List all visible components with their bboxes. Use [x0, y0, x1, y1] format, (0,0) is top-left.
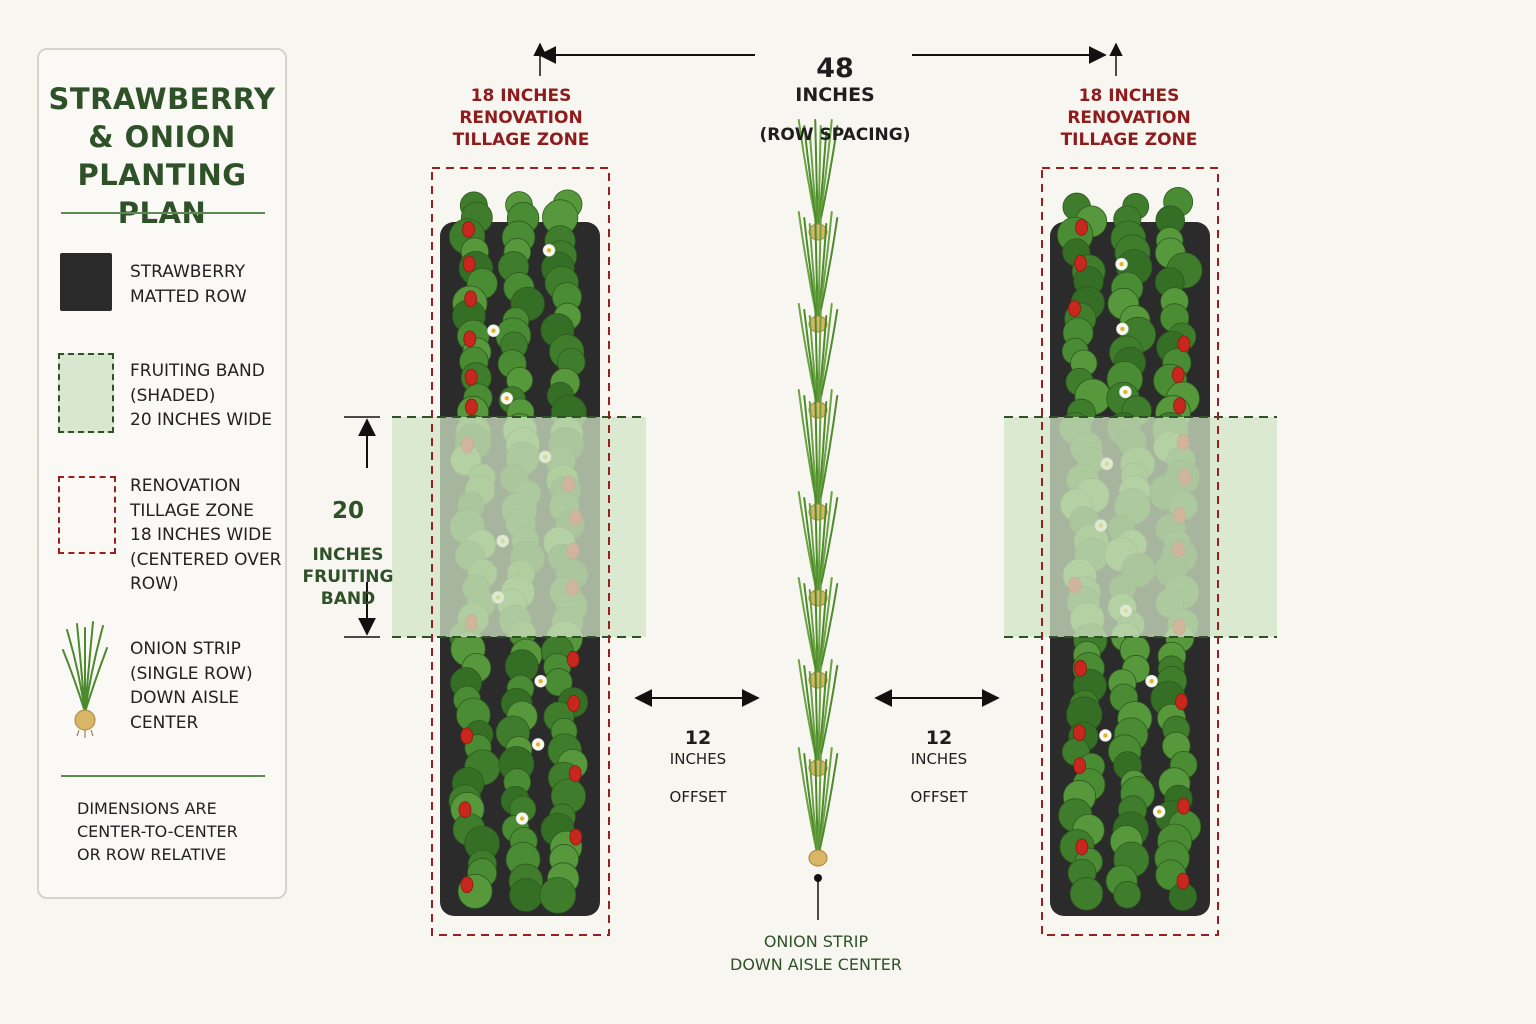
- fruiting-band-label: 20 INCHES FRUITING BAND: [298, 478, 398, 629]
- legend-label-onion-strip: ONION STRIP (SINGLE ROW) DOWN AISLE CENT…: [130, 639, 253, 733]
- strawberry-fruit: [1074, 659, 1087, 677]
- fruiting-band-swatch: [58, 353, 114, 433]
- legend-title: STRAWBERRY & ONION PLANTING PLAN: [48, 82, 276, 230]
- row-spacing-sub: (ROW SPACING): [759, 125, 911, 145]
- left-offset-unit: INCHES: [669, 750, 727, 768]
- strawberry-fruit: [1177, 335, 1191, 353]
- right-offset-unit: INCHES: [910, 750, 968, 768]
- strawberry-fruit: [1074, 254, 1087, 272]
- right-offset-value: 12: [925, 727, 953, 749]
- left-offset-label: 12 INCHES OFFSET: [638, 708, 758, 806]
- left-zone-label: 18 INCHES RENOVATION TILLAGE ZONE: [452, 86, 590, 150]
- left-offset-value: 12: [684, 727, 712, 749]
- strawberry-fruit: [1072, 724, 1086, 742]
- strawberry-fruit: [458, 801, 472, 819]
- legend-label-renovation-zone: RENOVATION TILLAGE ZONE 18 INCHES WIDE (…: [130, 476, 282, 594]
- strawberry-fruit: [462, 255, 476, 273]
- strawberry-fruit: [464, 290, 478, 308]
- strawberry-fruit: [463, 330, 477, 348]
- right-zone-label: 18 INCHES RENOVATION TILLAGE ZONE: [1060, 86, 1198, 150]
- strawberry-fruit: [1068, 300, 1081, 317]
- onion-bulb: [808, 759, 828, 777]
- onion-bulb: [808, 849, 828, 867]
- legend-label-matted-row: STRAWBERRY MATTED ROW: [130, 262, 247, 307]
- strawberry-fruit: [567, 695, 581, 712]
- left-renovation-zone: [431, 167, 610, 936]
- onion-bulb: [808, 315, 828, 333]
- onion-strip-label: ONION STRIP DOWN AISLE CENTER: [730, 932, 902, 974]
- strawberry-fruit: [1075, 838, 1089, 856]
- onion-bulb: [808, 589, 828, 607]
- legend-panel: STRAWBERRY & ONION PLANTING PLAN STRAWBE…: [37, 48, 287, 899]
- right-fruiting-band: [1004, 417, 1277, 637]
- strawberry-fruit: [1177, 797, 1191, 815]
- matted-row-swatch: [60, 253, 112, 311]
- strawberry-fruit: [1073, 757, 1087, 775]
- legend-divider-bottom: [61, 775, 265, 777]
- strawberry-fruit: [1173, 397, 1186, 415]
- strawberry-fruit: [464, 368, 478, 386]
- left-offset-sub: OFFSET: [669, 788, 727, 806]
- onion-icon: [62, 621, 108, 738]
- row-spacing-unit: INCHES: [795, 84, 875, 106]
- strawberry-fruit: [1171, 366, 1185, 384]
- fruiting-band-text: INCHES FRUITING BAND: [302, 545, 394, 609]
- strawberry-fruit: [1075, 219, 1088, 236]
- strawberry-fruit: [1176, 872, 1190, 890]
- left-fruiting-band: [392, 417, 646, 637]
- legend-label-fruiting-band: FRUITING BAND (SHADED) 20 INCHES WIDE: [130, 361, 273, 430]
- renovation-zone-swatch: [58, 476, 116, 554]
- legend-divider-top: [61, 212, 265, 214]
- onion-bulb: [808, 401, 828, 419]
- strawberry-fruit: [462, 221, 475, 238]
- onion-bulb: [808, 671, 828, 689]
- right-offset-sub: OFFSET: [910, 788, 968, 806]
- row-spacing-label: 48 INCHES (ROW SPACING): [745, 34, 925, 145]
- row-spacing-value: 48: [816, 53, 854, 84]
- onion-strip: [797, 119, 839, 867]
- strawberry-fruit: [460, 727, 474, 745]
- strawberry-fruit: [566, 650, 580, 668]
- strawberry-fruit: [460, 876, 474, 894]
- legend-note: DIMENSIONS ARE CENTER-TO-CENTER OR ROW R…: [77, 799, 238, 864]
- strawberry-fruit: [465, 398, 478, 416]
- right-renovation-zone: [1041, 167, 1219, 936]
- strawberry-fruit: [1175, 693, 1188, 711]
- onion-bulb: [808, 503, 828, 521]
- strawberry-fruit: [569, 828, 583, 846]
- fruiting-band-value: 20: [331, 498, 364, 524]
- right-offset-label: 12 INCHES OFFSET: [879, 708, 999, 806]
- onion-bulb: [808, 223, 828, 241]
- strawberry-fruit: [568, 765, 582, 783]
